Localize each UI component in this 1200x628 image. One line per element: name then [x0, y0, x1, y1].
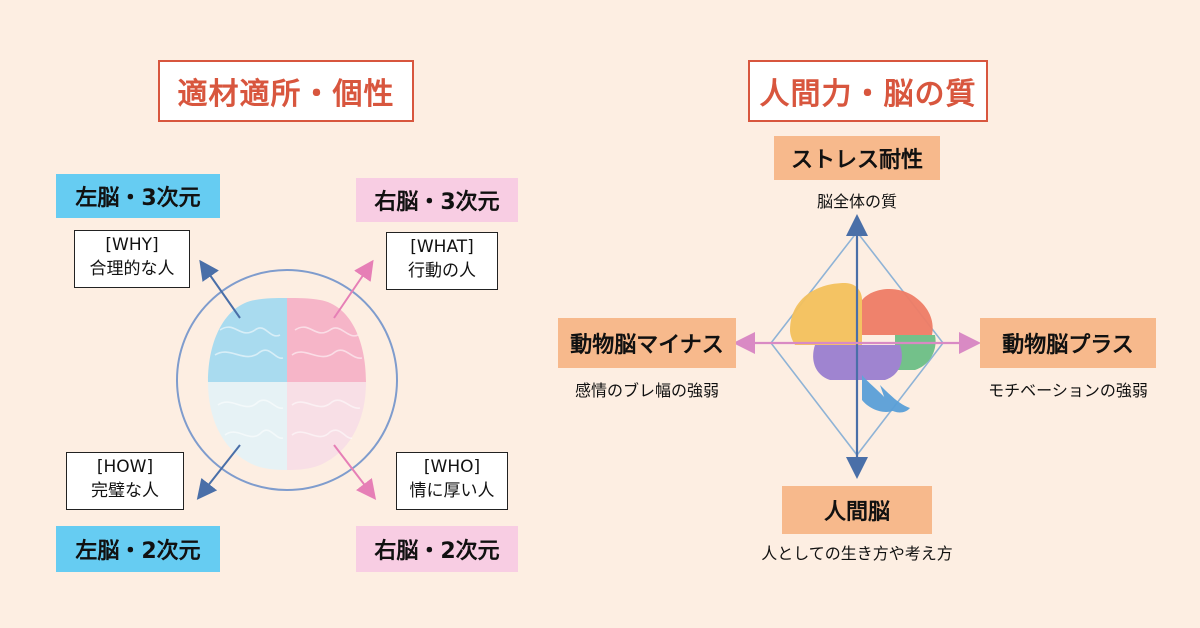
box-what-desc: 行動の人 [408, 261, 476, 281]
right-panel-title: 人間力・脳の質 [748, 60, 988, 122]
brain-top-right [287, 298, 366, 382]
brain-bottom-left [208, 382, 287, 470]
box-why-type: [WHY] [105, 235, 159, 255]
box-how: [HOW] 完璧な人 [66, 452, 184, 510]
tag-animal-plus: 動物脳プラス [980, 318, 1156, 368]
tag-animal-plus-text: 動物脳プラス [1002, 333, 1134, 358]
outer-circle [176, 269, 398, 491]
tag-bottom-right: 右脳・2次元 [356, 526, 518, 572]
tag-top-left: 左脳・3次元 [56, 174, 220, 218]
brain-top-left [208, 298, 287, 382]
arrow-top-left [199, 259, 241, 319]
tag-animal-minus: 動物脳マイナス [558, 318, 736, 368]
tag-top-right-text: 右脳・3次元 [374, 190, 500, 215]
box-why: [WHY] 合理的な人 [74, 230, 190, 288]
box-who-desc: 情に厚い人 [409, 481, 495, 501]
caption-human-brain: 人としての生き方や考え方 [761, 544, 953, 563]
arrow-bottom-right [333, 444, 377, 500]
right-panel-title-text: 人間力・脳の質 [759, 77, 977, 112]
tag-bottom-right-text: 右脳・2次元 [374, 539, 500, 564]
arrow-bottom-left [196, 444, 241, 500]
left-panel-title-text: 適材適所・個性 [177, 77, 395, 112]
colored-brain [790, 283, 936, 413]
caption-stress: 脳全体の質 [816, 192, 897, 211]
arrow-top-right [333, 259, 374, 319]
box-who-type: [WHO] [423, 457, 481, 477]
tag-stress-text: ストレス耐性 [790, 148, 923, 173]
box-who: [WHO] 情に厚い人 [396, 452, 508, 510]
brain-quadrants [208, 298, 366, 470]
tag-bottom-left: 左脳・2次元 [56, 526, 220, 572]
left-panel-title: 適材適所・個性 [158, 60, 414, 122]
tag-human-brain-text: 人間脳 [823, 500, 890, 525]
tag-stress: ストレス耐性 [774, 136, 940, 180]
box-what-type: [WHAT] [410, 237, 474, 257]
tag-top-left-text: 左脳・3次元 [75, 186, 201, 211]
tag-top-right: 右脳・3次元 [356, 178, 518, 222]
tag-human-brain: 人間脳 [782, 486, 932, 534]
box-what: [WHAT] 行動の人 [386, 232, 498, 290]
box-why-desc: 合理的な人 [89, 259, 175, 279]
tag-bottom-left-text: 左脳・2次元 [75, 539, 201, 564]
caption-animal-plus: モチベーションの強弱 [988, 381, 1148, 400]
box-how-type: [HOW] [96, 457, 154, 477]
tag-animal-minus-text: 動物脳マイナス [570, 333, 724, 358]
box-how-desc: 完璧な人 [91, 481, 159, 501]
caption-animal-minus: 感情のブレ幅の強弱 [574, 381, 719, 400]
brain-bottom-right [287, 382, 366, 470]
